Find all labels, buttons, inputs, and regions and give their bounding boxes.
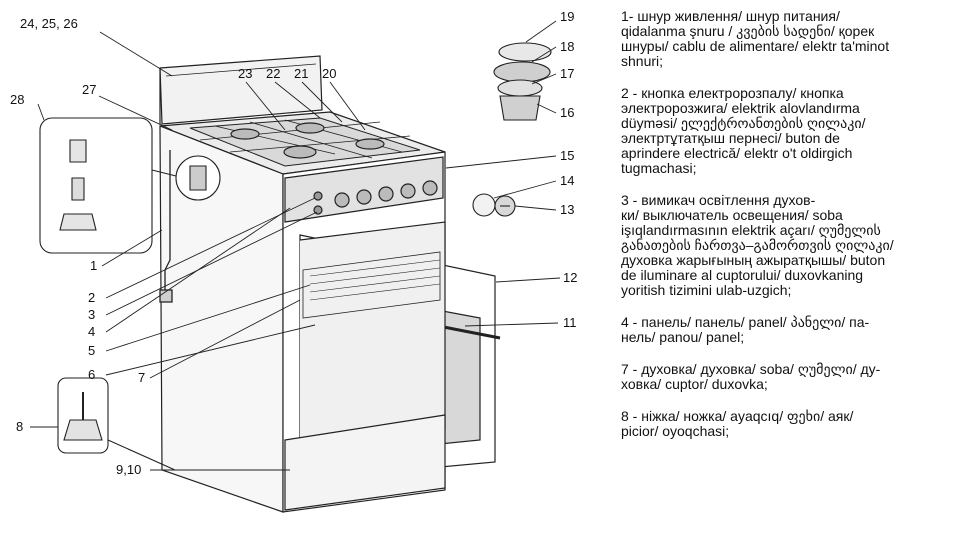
callout-19: 19	[560, 9, 574, 24]
storage-drawer	[284, 414, 446, 511]
knob	[334, 192, 350, 208]
callout-4: 4	[88, 324, 95, 339]
legend-line: 4 - панель/ панель/ panel/ პანელი/ па-	[621, 314, 870, 330]
stove-diagram: 24, 25, 26 27 28 23 22 21 20 19 18 17 16…	[10, 9, 577, 513]
foot-shape	[63, 419, 103, 441]
legend-line: нель/ panou/ panel;	[621, 329, 745, 345]
legend-line: электртұтатқыш пернесі/ buton de	[621, 130, 840, 146]
knob-ring	[472, 193, 496, 217]
legend-line: tugmachasi;	[621, 160, 697, 176]
callout-15: 15	[560, 148, 574, 163]
callout-17: 17	[560, 66, 574, 81]
knob-detail	[472, 193, 516, 217]
legend-line: шнуры/ cablu de alimentare/ elektr ta'mi…	[621, 38, 890, 54]
legend-line: 2 - кнопка електророзпалу/ кнопка	[621, 85, 844, 101]
callout-14: 14	[560, 173, 574, 188]
legend-line: 1- шнур живлення/ шнур питания/	[621, 8, 840, 24]
legend-line: yoritish tizimini ulab-uzgich;	[621, 282, 792, 298]
legend-line: ки/ выключатель освещения/ soba	[621, 207, 843, 223]
callout-27: 27	[82, 82, 96, 97]
legend-item-8: 8 - ніжка/ ножка/ ayaqcıq/ ფეხი/ аяк/ pi…	[621, 409, 956, 439]
burner	[283, 145, 317, 159]
legend-line: picior/ oyoqchasi;	[621, 423, 730, 439]
burner	[230, 128, 260, 140]
callout-23: 23	[238, 66, 252, 81]
legend-item-4: 4 - панель/ панель/ panel/ პანელი/ па- н…	[621, 315, 956, 345]
burner-head	[493, 61, 551, 83]
knob	[422, 180, 438, 196]
hinge-part	[69, 139, 87, 163]
callout-16: 16	[560, 105, 574, 120]
legend-line: 7 - духовка/ духовка/ soba/ ღუმელი/ ду-	[621, 361, 881, 377]
callout-11: 11	[563, 315, 577, 330]
callout-5: 5	[88, 343, 95, 358]
knob	[400, 183, 416, 199]
callout-numbers: 24, 25, 26 27 28 23 22 21 20 19 18 17 16…	[10, 9, 577, 477]
callout-20: 20	[322, 66, 336, 81]
callout-8: 8	[16, 419, 23, 434]
stove-illustration	[159, 55, 501, 513]
callout-28: 28	[10, 92, 24, 107]
legend-line: განათების ჩართვა–გამორთვის ღილაკი/	[621, 237, 894, 253]
legend-line: ховка/ cuptor/ duxovka;	[621, 376, 768, 392]
legend-line: духовка жарығының ажыратқышы/ buton	[621, 252, 886, 268]
legend-line: 8 - ніжка/ ножка/ ayaqcıq/ ფეხი/ аяк/	[621, 408, 854, 424]
callout-1: 1	[90, 258, 97, 273]
legend-item-1: 1- шнур живлення/ шнур питания/ qidalanm…	[621, 9, 956, 69]
hinge-detail-frame	[39, 117, 153, 254]
legend-line: de iluminare al cuptorului/ duxovkaning	[621, 267, 864, 283]
legend-item-3: 3 - вимикач освітлення духов- ки/ выключ…	[621, 193, 956, 298]
legend-line: shnuri;	[621, 53, 664, 69]
hinge-nut	[59, 213, 97, 231]
hinge-detail	[39, 117, 221, 254]
burner	[355, 138, 385, 150]
foot-detail	[57, 377, 176, 471]
legend-line: 3 - вимикач освітлення духов-	[621, 192, 816, 208]
parts-legend: 1- шнур живлення/ шнур питания/ qidalanm…	[621, 9, 956, 456]
legend-line: электророзжига/ elektrik alovlandırma	[621, 100, 860, 116]
burner	[295, 122, 325, 134]
legend-line: qidalanma şnuru / კვების სადენი/ қорек	[621, 23, 875, 39]
callout-6: 6	[88, 367, 95, 382]
legend-item-2: 2 - кнопка електророзпалу/ кнопка электр…	[621, 86, 956, 176]
legend-line: düyməsi/ ელექტროანთების ღილაკი/	[621, 115, 866, 131]
legend-line: aprindere electrică/ elektr o't oldirgic…	[621, 145, 853, 161]
knob	[378, 186, 394, 202]
burner-detail	[493, 42, 552, 121]
knob	[356, 189, 372, 205]
callout-22: 22	[266, 66, 280, 81]
callout-21: 21	[294, 66, 308, 81]
burner-cap	[498, 42, 552, 62]
callout-12: 12	[563, 270, 577, 285]
ignition-button	[313, 191, 323, 201]
callout-9-10: 9,10	[116, 462, 141, 477]
oven-rack	[302, 251, 441, 319]
callout-18: 18	[560, 39, 574, 54]
leader-lines	[30, 20, 561, 471]
callout-24-25-26: 24, 25, 26	[20, 16, 78, 31]
legend-item-7: 7 - духовка/ духовка/ soba/ ღუმელი/ ду- …	[621, 362, 956, 392]
callout-3: 3	[88, 307, 95, 322]
burner-body	[499, 95, 541, 121]
callout-13: 13	[560, 202, 574, 217]
callout-2: 2	[88, 290, 95, 305]
hinge-spring	[71, 177, 85, 201]
legend-line: işıqlandırmasının elektrik açarı/ ღუმელი…	[621, 222, 881, 238]
callout-7: 7	[138, 370, 145, 385]
